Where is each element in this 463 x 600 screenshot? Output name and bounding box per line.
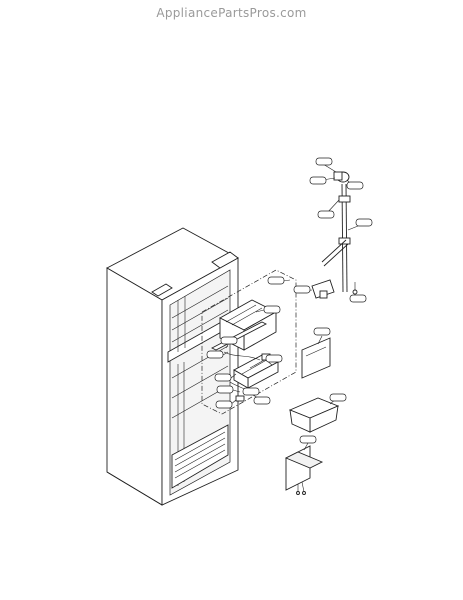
callout-11 <box>309 176 327 185</box>
refrigerator-cabinet <box>106 227 239 506</box>
callout-10 <box>315 157 333 166</box>
callout-18 <box>329 393 347 402</box>
ice-bin <box>288 397 340 433</box>
callout-19 <box>299 435 317 444</box>
callout-1 <box>267 276 285 285</box>
callout-4 <box>206 350 224 359</box>
callout-17 <box>313 327 331 336</box>
callout-7 <box>216 385 234 394</box>
callout-8 <box>253 396 271 405</box>
callout-15 <box>293 285 311 294</box>
callout-14 <box>355 218 373 227</box>
callout-20 <box>242 387 260 396</box>
callout-3 <box>220 336 238 345</box>
callout-9 <box>215 400 233 409</box>
part-callouts <box>206 157 373 444</box>
ice-maker-cover <box>301 337 331 379</box>
callout-16 <box>349 294 367 303</box>
callout-5 <box>265 354 283 363</box>
water-inlet-assembly <box>311 171 358 299</box>
control-module <box>284 445 324 495</box>
callout-13 <box>317 210 335 219</box>
callout-2 <box>263 305 281 314</box>
watermark: AppliancePartsPros.com <box>156 6 307 20</box>
callout-12 <box>346 181 364 190</box>
callout-6 <box>214 373 232 382</box>
